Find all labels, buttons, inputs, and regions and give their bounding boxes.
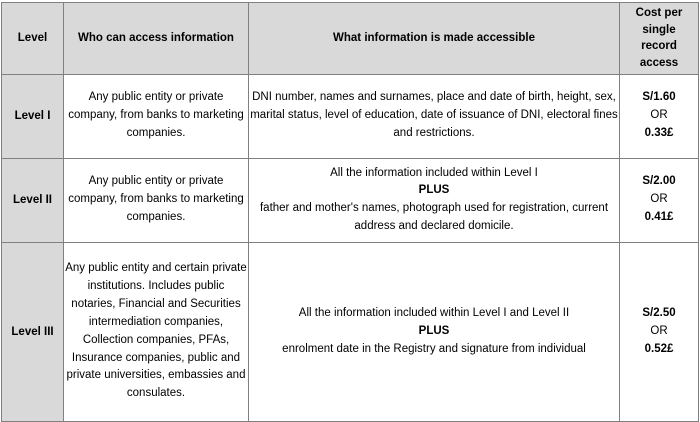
cost-alternate-2: 0.41£ [644,211,674,224]
column-header-level: Level [1,2,64,75]
cost-separator-3: OR [650,324,668,337]
cost-primary-3: S/2.50 [642,306,676,319]
who-can-access-2: Any public entity or private company, fr… [63,157,249,243]
cost-2: S/2.00 OR 0.41£ [619,157,699,243]
cost-header-line-2: single record [641,23,677,53]
what-information-extra-3: enrolment date in the Registry and signa… [282,342,586,355]
column-header-who-can-access: Who can access information [63,2,249,75]
what-information-main-2: All the information included within Leve… [330,166,538,179]
table-row: Level II Any public entity or private co… [1,157,699,243]
level-label-2: Level II [1,157,64,243]
column-header-what-information: What information is made accessible [248,2,620,75]
level-label-3: Level III [1,241,64,422]
table-header-row: Level Who can access information What in… [1,2,699,75]
what-information-3: All the information included within Leve… [248,241,620,422]
cost-separator-2: OR [650,193,668,206]
cost-primary-2: S/2.00 [642,175,676,188]
what-information-2: All the information included within Leve… [248,157,620,243]
column-header-cost: Cost per single record access [619,2,699,75]
what-information-plus-2: PLUS [418,184,450,197]
what-information-main-3: All the information included within Leve… [298,306,570,319]
table-row: Level III Any public entity and certain … [1,241,699,422]
cost-primary-1: S/1.60 [642,91,676,104]
cost-alternate-1: 0.33£ [644,127,674,140]
cost-1: S/1.60 OR 0.33£ [619,73,699,159]
cost-header-line-1: Cost per [635,7,683,19]
what-information-1: DNI number, names and surnames, place an… [248,73,620,159]
table-row: Level I Any public entity or private com… [1,73,699,159]
what-information-extra-2: father and mother's names, photograph us… [259,202,609,232]
cost-alternate-3: 0.52£ [644,342,674,355]
cost-separator-1: OR [650,109,668,122]
cost-3: S/2.50 OR 0.52£ [619,241,699,422]
who-can-access-1: Any public entity or private company, fr… [63,73,249,159]
what-information-plus-3: PLUS [418,324,450,337]
level-label-1: Level I [1,73,64,159]
what-information-main-1: DNI number, names and surnames, place an… [250,91,618,140]
who-can-access-3: Any public entity and certain private in… [63,241,249,422]
cost-header-line-3: access [639,57,679,70]
